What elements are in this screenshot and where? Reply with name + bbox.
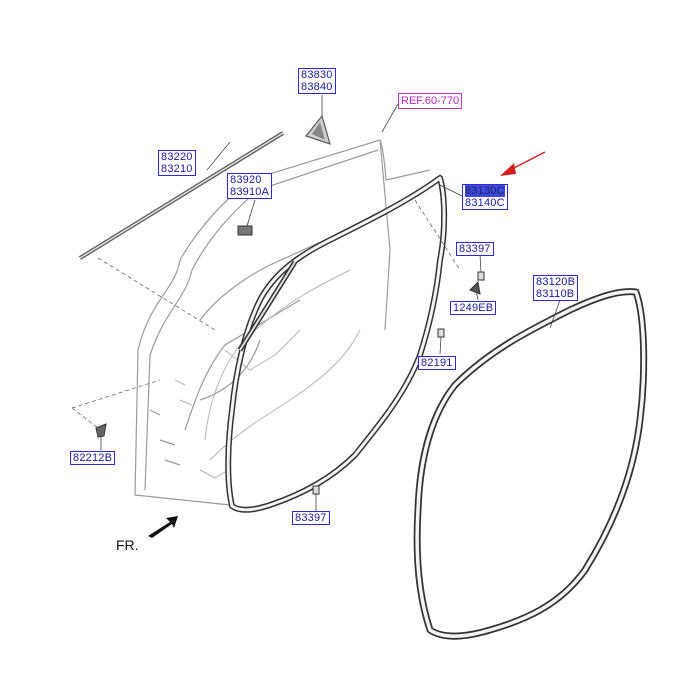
delta-garnish bbox=[304, 114, 331, 145]
callout-83830[interactable]: 83830 83840 bbox=[298, 68, 336, 94]
callout-83397-top[interactable]: 83397 bbox=[456, 242, 494, 256]
part-number-1249EB: 1249EB bbox=[453, 302, 494, 314]
part-number-83210: 83210 bbox=[161, 163, 193, 175]
part-number-83110B: 83110B bbox=[536, 288, 575, 300]
ref-link[interactable]: REF.60-770 bbox=[398, 93, 463, 109]
leader-lines bbox=[100, 95, 561, 511]
callout-83397-bottom[interactable]: 83397 bbox=[292, 511, 330, 525]
callout-83920[interactable]: 83920 83910A bbox=[227, 173, 273, 199]
part-number-83220: 83220 bbox=[161, 151, 193, 163]
dashed-guides bbox=[71, 199, 461, 429]
callout-82191[interactable]: 82191 bbox=[418, 356, 456, 370]
belt-molding-strip bbox=[78, 131, 285, 260]
part-number-83397-bottom: 83397 bbox=[295, 512, 327, 524]
part-number-82212B: 82212B bbox=[73, 452, 113, 464]
part-number-83840: 83840 bbox=[301, 81, 333, 93]
callout-1249EB[interactable]: 1249EB bbox=[450, 301, 497, 315]
callout-83130C[interactable]: 83130C 83140C bbox=[462, 184, 508, 210]
front-arrow-icon bbox=[148, 516, 178, 538]
part-number-82191: 82191 bbox=[421, 357, 453, 369]
part-number-83830: 83830 bbox=[301, 69, 333, 81]
callout-83120B[interactable]: 83120B 83110B bbox=[533, 275, 579, 301]
part-number-83140C: 83140C bbox=[465, 197, 505, 209]
part-number-83920: 83920 bbox=[230, 174, 262, 186]
part-number-83397-top: 83397 bbox=[459, 243, 491, 255]
clip-part bbox=[237, 225, 253, 236]
body-side-weatherstrip bbox=[413, 288, 648, 640]
part-number-83910A: 83910A bbox=[230, 186, 270, 198]
callout-82212B[interactable]: 82212B bbox=[70, 451, 116, 465]
front-direction-label: FR. bbox=[116, 537, 139, 553]
part-number-83130C: 83130C bbox=[465, 185, 505, 197]
callout-83220[interactable]: 83220 83210 bbox=[158, 150, 196, 176]
red-arrow-icon bbox=[500, 151, 546, 176]
door-inner-panel bbox=[174, 269, 361, 479]
part-number-83120B: 83120B bbox=[536, 276, 576, 288]
door-side-weatherstrip bbox=[225, 175, 448, 513]
